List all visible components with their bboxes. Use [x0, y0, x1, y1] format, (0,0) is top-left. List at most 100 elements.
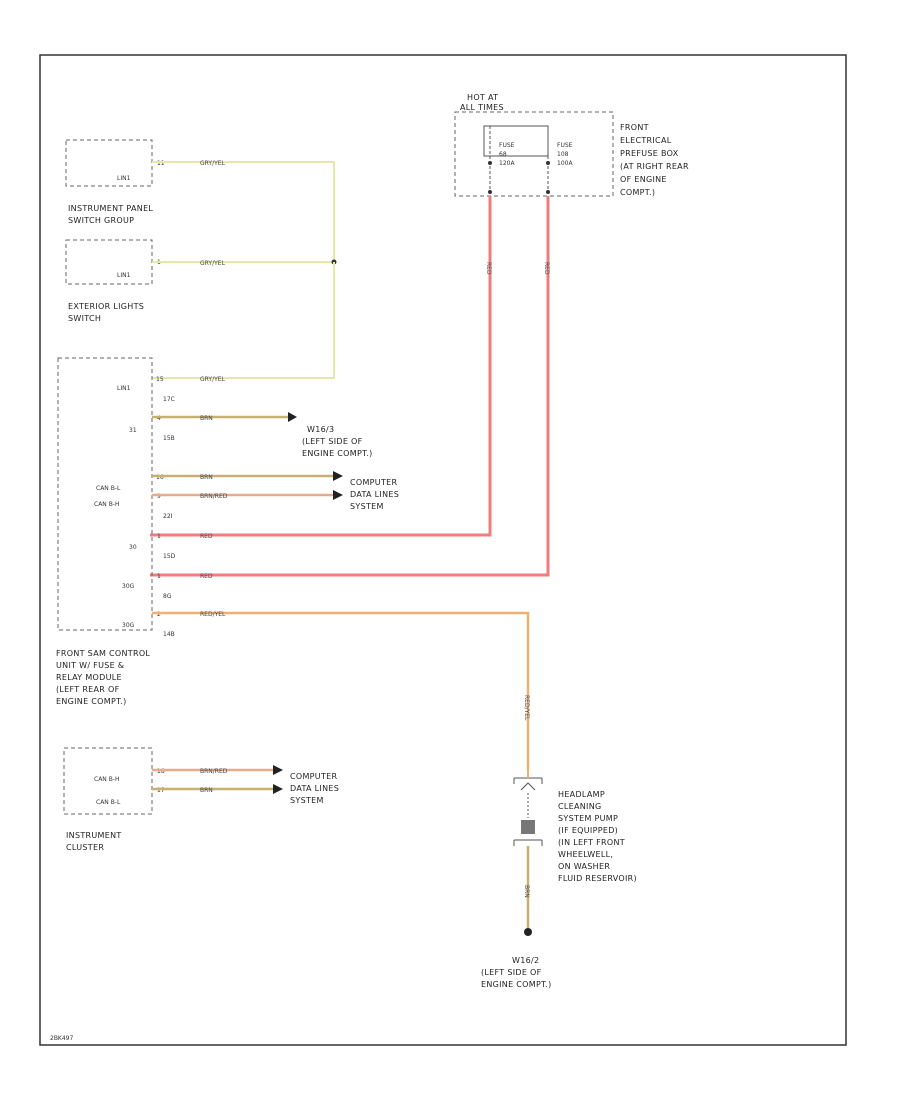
- prefuse-box-label-6: COMPT.): [620, 188, 655, 197]
- cdl-2-label-3: SYSTEM: [290, 796, 324, 805]
- cdl-1-label-3: SYSTEM: [350, 502, 384, 511]
- wire-label-gry-yel-3: GRY/YEL: [200, 376, 226, 383]
- cluster-pin-num-can-bh: 18: [157, 768, 165, 775]
- wire-label-brn-3: BRN: [523, 885, 530, 898]
- cdl-2-label-1: COMPUTER: [290, 772, 338, 781]
- diagram-frame: [39, 54, 847, 1046]
- ground-w16-3-label-2: (LEFT SIDE OF: [302, 437, 363, 446]
- wire-label-red-yel-1: RED/YEL: [200, 611, 226, 618]
- exterior-lights-switch: LIN1 1 EXTERIOR LIGHTS SWITCH: [65, 239, 161, 323]
- red-wire-fuse-108: RED: [150, 196, 550, 577]
- sam-note-15b: 15B: [163, 435, 175, 442]
- front-sam-control-unit: LIN1 15 17C 31 4 15B CAN B-L 16 CAN B-H …: [56, 357, 176, 706]
- panel-switch-box: [65, 139, 153, 187]
- diagram-code: 2BK497: [50, 1035, 74, 1042]
- sam-pin-num-lin1: 15: [156, 376, 164, 383]
- hot-at-label-1: HOT AT: [467, 93, 498, 102]
- sam-note-15d: 15D: [163, 553, 176, 560]
- headlamp-cleaning-pump: HEADLAMP CLEANING SYSTEM PUMP (IF EQUIPP…: [513, 770, 637, 883]
- sam-note-17c: 17C: [163, 396, 175, 403]
- can-bl-wire-sam: BRN: [152, 471, 343, 481]
- wire-label-red-1: RED: [485, 262, 492, 275]
- exterior-switch-box: [65, 239, 153, 285]
- ground-w16-2: W16/2 (LEFT SIDE OF ENGINE COMPT.): [481, 956, 552, 989]
- wire-label-red-4: RED: [200, 573, 213, 580]
- cluster-pin-name-can-bl: CAN B-L: [96, 799, 121, 806]
- red-yel-wire-pump: RED/YEL RED/YEL: [152, 611, 530, 770]
- sam-note-22i: 22I: [163, 513, 173, 520]
- fuse-108-label-2: 108: [557, 151, 569, 158]
- front-electrical-prefuse-box: HOT AT ALL TIMES FUSE 68 120A FUSE 108 1…: [454, 93, 689, 197]
- pump-label-3: SYSTEM PUMP: [558, 814, 618, 823]
- pump-label-5: (IN LEFT FRONT: [558, 838, 625, 847]
- pump-label-1: HEADLAMP: [558, 790, 605, 799]
- brn-wire-pump-ground: BRN: [523, 846, 532, 936]
- instrument-panel-switch-group: LIN1 11 INSTRUMENT PANEL SWITCH GROUP: [65, 139, 165, 225]
- sam-pin-num-30g-2: 2: [157, 611, 161, 618]
- exterior-switch-lin1: LIN1: [117, 272, 131, 279]
- fuse-68-output: [488, 190, 492, 194]
- sam-pin-num-30: 1: [157, 533, 161, 540]
- front-sam-label-3: RELAY MODULE: [56, 673, 122, 682]
- ground-w16-2-label-2: (LEFT SIDE OF: [481, 968, 542, 977]
- fuse-68-label-2: 68: [499, 151, 507, 158]
- fuse-108-output: [546, 190, 550, 194]
- busbar: [483, 125, 549, 157]
- sam-pin-name-31: 31: [129, 427, 137, 434]
- ground-w16-2-label-3: ENGINE COMPT.): [481, 980, 552, 989]
- pump-label-2: CLEANING: [558, 802, 602, 811]
- prefuse-box-label-1: FRONT: [620, 123, 649, 132]
- ground-point: [524, 928, 532, 936]
- wire-label-red-3: RED: [200, 533, 213, 540]
- prefuse-box-label-4: (AT RIGHT REAR: [620, 162, 689, 171]
- wire-label-red-2: RED: [543, 262, 550, 275]
- prefuse-box-label-5: OF ENGINE: [620, 175, 667, 184]
- sam-pin-name-30: 30: [129, 544, 137, 551]
- cluster-box: [63, 747, 153, 815]
- cdl-2-label-2: DATA LINES: [290, 784, 339, 793]
- sam-pin-name-lin1: LIN1: [117, 385, 131, 392]
- computer-data-lines-system-1: COMPUTER DATA LINES SYSTEM: [350, 478, 399, 511]
- wire-label-gry-yel-1: GRY/YEL: [200, 160, 226, 167]
- instrument-cluster: CAN B-H 18 CAN B-L 17 INSTRUMENT CLUSTER: [63, 747, 165, 852]
- brn-wire-ground: BRN: [152, 412, 297, 422]
- panel-switch-label-1: INSTRUMENT PANEL: [68, 204, 153, 213]
- wire-label-brn-red-1: BRN/RED: [200, 493, 228, 500]
- front-sam-label-1: FRONT SAM CONTROL: [56, 649, 150, 658]
- pump-label-8: FLUID RESERVOIR): [558, 874, 637, 883]
- sam-pin-name-30g-1: 30G: [122, 583, 135, 590]
- sam-pin-num-30g-1: 1: [157, 573, 161, 580]
- red-wire-fuse-68: RED: [150, 196, 492, 537]
- gry-yel-wire-sam: GRY/YEL: [152, 262, 335, 383]
- fuse-68-label-3: 120A: [499, 160, 515, 167]
- sam-pin-num-can-bl: 16: [156, 474, 164, 481]
- ground-w16-2-label-1: W16/2: [512, 956, 539, 965]
- sam-note-14b: 14B: [163, 631, 175, 638]
- panel-switch-pin: 11: [157, 160, 165, 167]
- computer-data-lines-system-2: COMPUTER DATA LINES SYSTEM: [290, 772, 339, 805]
- pump-label-7: ON WASHER: [558, 862, 610, 871]
- fuse-68-label-1: FUSE: [499, 142, 515, 149]
- prefuse-box-outline: [454, 111, 614, 197]
- wire-label-brn-1: BRN: [200, 415, 213, 422]
- cluster-label-1: INSTRUMENT: [66, 831, 122, 840]
- cluster-pin-name-can-bh: CAN B-H: [94, 776, 119, 783]
- panel-switch-label-2: SWITCH GROUP: [68, 216, 134, 225]
- sam-pin-num-31: 4: [157, 415, 161, 422]
- fuse-108-label-1: FUSE: [557, 142, 573, 149]
- sam-pin-num-can-bh: 9: [157, 493, 161, 500]
- sam-pin-name-can-bh: CAN B-H: [94, 501, 119, 508]
- front-sam-box: [57, 357, 153, 631]
- can-bl-wire-cluster: BRN: [152, 784, 283, 794]
- front-sam-label-4: (LEFT REAR OF: [56, 685, 120, 694]
- wire-label-brn-red-2: BRN/RED: [200, 768, 228, 775]
- pump-label-4: (IF EQUIPPED): [558, 826, 618, 835]
- pump-motor-icon: [521, 820, 535, 834]
- exterior-switch-label-2: SWITCH: [68, 314, 101, 323]
- gry-yel-wire-exterior: GRY/YEL: [152, 259, 337, 267]
- can-bh-wire-sam: BRN/RED: [152, 490, 343, 500]
- fuse-68-terminal: [488, 161, 492, 165]
- sam-pin-name-can-bl: CAN B-L: [96, 485, 121, 492]
- pump-label-6: WHEELWELL,: [558, 850, 613, 859]
